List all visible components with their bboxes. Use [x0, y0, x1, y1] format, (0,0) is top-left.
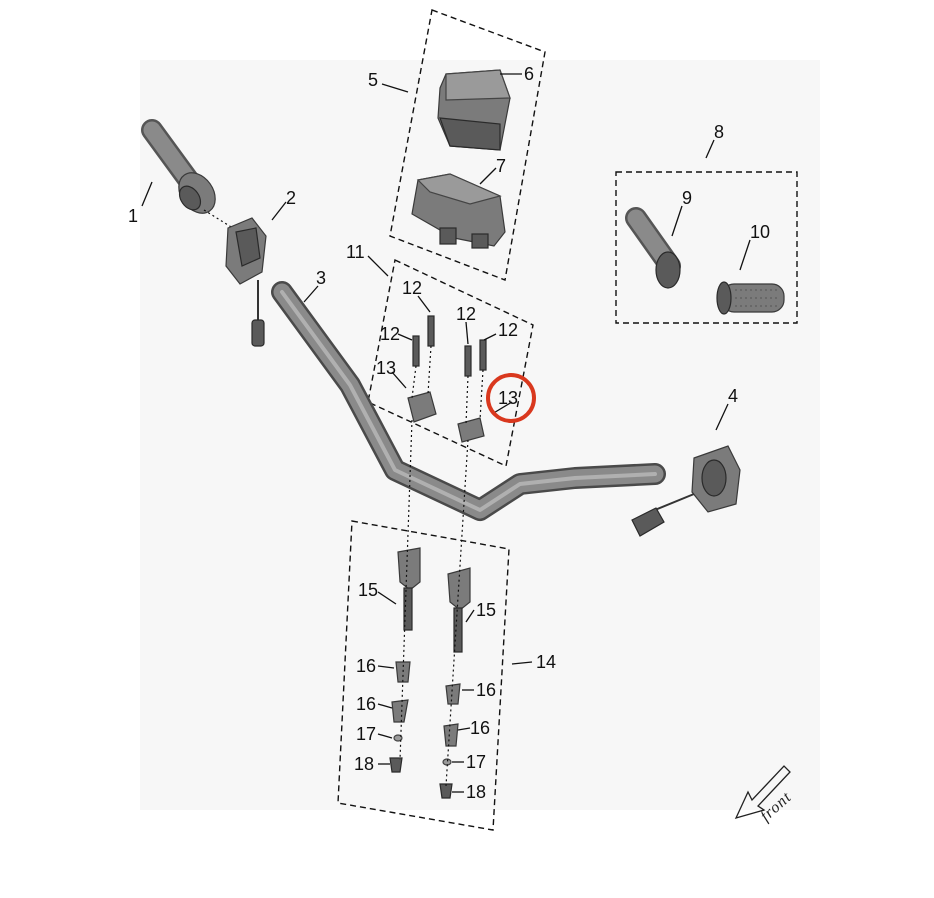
- group-box-11: [367, 258, 534, 468]
- callout-16-a: 16: [356, 656, 376, 676]
- group-box-5: [389, 9, 546, 281]
- handlebar-pad-part-6: [437, 69, 511, 151]
- grip-part-9: [625, 207, 681, 289]
- callout-1: 1: [128, 206, 138, 226]
- riser-part-15-group: [397, 547, 471, 653]
- callout-12-a: 12: [402, 278, 422, 298]
- callout-13-a: 13: [376, 358, 396, 378]
- assembly-axis-bolt-a: [411, 365, 417, 399]
- callout-15-b: 15: [476, 600, 496, 620]
- front-direction-arrow: [734, 765, 791, 820]
- handlebar-highlight: [280, 290, 657, 512]
- assembly-axis-left: [399, 419, 413, 761]
- assembly-axis-bolt-d: [479, 369, 484, 421]
- callout-11: 11: [346, 242, 365, 262]
- callout-16-b: 16: [476, 680, 496, 700]
- right-switch-part-4: [631, 445, 741, 537]
- callout-3: 3: [316, 268, 326, 288]
- callout-12-c: 12: [456, 304, 476, 324]
- callout-16-d: 16: [470, 718, 490, 738]
- callout-17-b: 17: [466, 752, 486, 772]
- nut-part-18-group: [389, 757, 453, 799]
- callout-8: 8: [714, 122, 724, 142]
- highlight-circle: [486, 373, 536, 423]
- callout-7: 7: [496, 156, 506, 176]
- callout-9: 9: [682, 188, 692, 208]
- callout-16-c: 16: [356, 694, 376, 714]
- washer-part-17-group: [393, 734, 452, 766]
- assembly-axis-bolt-b: [427, 345, 432, 395]
- callout-18-b: 18: [466, 782, 486, 802]
- bushing-part-16-group: [391, 661, 461, 747]
- callout-10: 10: [750, 222, 770, 242]
- callout-13-b: 13: [498, 388, 518, 408]
- callout-14: 14: [536, 652, 556, 672]
- callout-15-a: 15: [358, 580, 378, 600]
- callout-5: 5: [368, 70, 378, 90]
- grip-part-10: [716, 281, 785, 315]
- assembly-axis-bolt-c: [465, 375, 469, 425]
- callout-4: 4: [728, 386, 738, 406]
- group-box-14: [337, 520, 510, 831]
- callout-2: 2: [286, 188, 296, 208]
- callout-12-d: 12: [498, 320, 518, 340]
- left-switch-part-2: [225, 217, 267, 347]
- crossbar-pad-part-7: [411, 173, 506, 249]
- leader-lines: [141, 73, 751, 793]
- group-box-8: [615, 171, 798, 324]
- upper-clamp-part-13-group: [407, 391, 485, 443]
- callout-18-a: 18: [354, 754, 374, 774]
- callout-12-b: 12: [380, 324, 400, 344]
- callout-6: 6: [524, 64, 534, 84]
- throttle-grip-part-1: [141, 119, 216, 214]
- callout-17-a: 17: [356, 724, 376, 744]
